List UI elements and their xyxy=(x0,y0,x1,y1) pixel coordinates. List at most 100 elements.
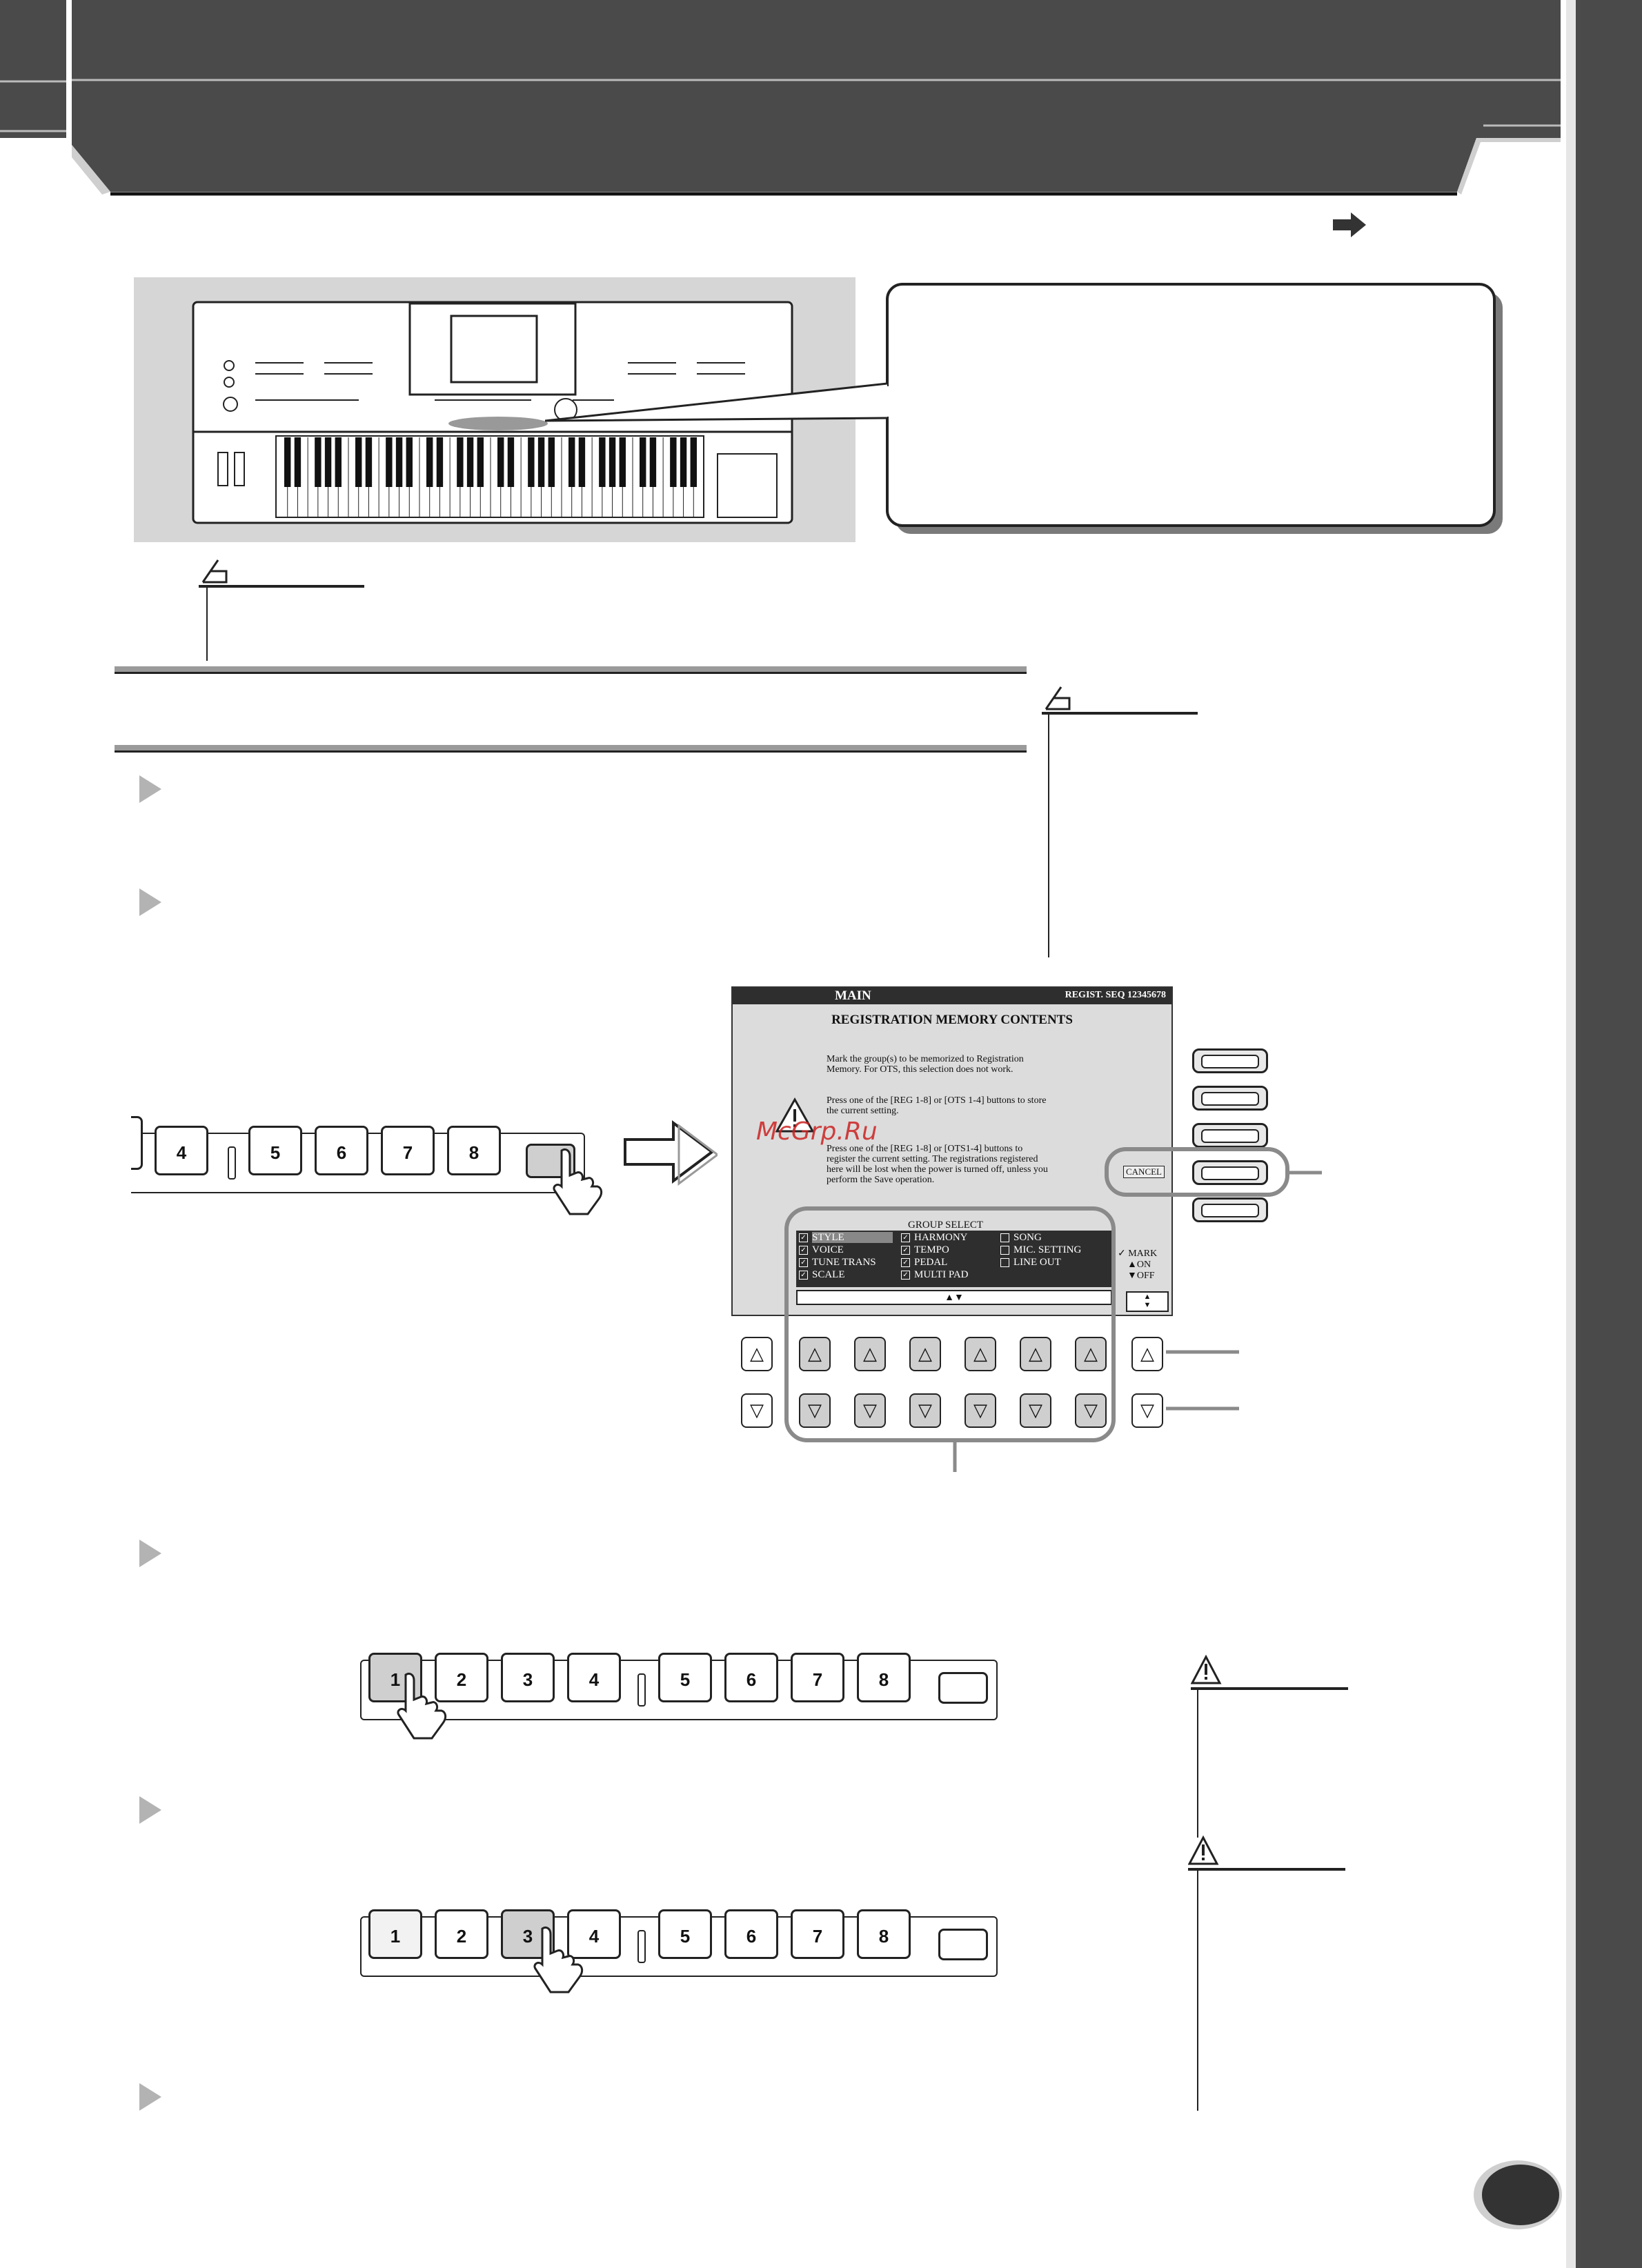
registration-button-strip: 1 2 3 4 5 6 7 8 xyxy=(360,1909,998,1977)
caution-icon xyxy=(1188,1835,1345,2111)
black-key xyxy=(578,437,586,487)
group-label: HARMONY xyxy=(914,1232,968,1243)
group-harmony[interactable]: ✓HARMONY xyxy=(901,1232,968,1244)
panel-down-button[interactable]: ▽ xyxy=(854,1393,886,1428)
registration-button-1[interactable]: 1 xyxy=(368,1909,422,1959)
registration-button-4[interactable]: 4 xyxy=(155,1126,208,1175)
lcd-side-button-g[interactable] xyxy=(1192,1086,1268,1111)
group-line-out[interactable]: LINE OUT xyxy=(1000,1257,1061,1269)
panel-down-button[interactable]: ▽ xyxy=(1131,1393,1163,1428)
black-key xyxy=(406,437,413,487)
lcd-side-button-f[interactable] xyxy=(1192,1048,1268,1073)
group-label: SCALE xyxy=(812,1269,845,1280)
panel-up-button[interactable]: △ xyxy=(854,1337,886,1371)
registration-button-7[interactable]: 7 xyxy=(791,1653,844,1702)
registration-button-6[interactable]: 6 xyxy=(724,1909,778,1959)
group-scroll-bar[interactable]: ▲▼ xyxy=(796,1290,1112,1305)
lcd-side-button-j[interactable] xyxy=(1192,1197,1268,1222)
group-label: LINE OUT xyxy=(1013,1257,1061,1268)
black-key xyxy=(355,437,362,487)
memory-button[interactable] xyxy=(938,1929,988,1960)
panel-up-button[interactable]: △ xyxy=(909,1337,941,1371)
panel-down-button[interactable]: ▽ xyxy=(909,1393,941,1428)
registration-button-8[interactable]: 8 xyxy=(857,1909,911,1959)
down-triangle-icon: ▼ xyxy=(1127,1271,1137,1281)
lcd-text-line: the current setting. xyxy=(827,1106,899,1116)
registration-button-strip: 1 2 3 4 5 6 7 8 xyxy=(360,1653,998,1720)
registration-button-5[interactable]: 5 xyxy=(658,1653,712,1702)
black-key xyxy=(335,437,342,487)
on-label: ON xyxy=(1136,1260,1151,1270)
group-song[interactable]: SONG xyxy=(1000,1232,1042,1244)
lcd-cancel-label[interactable]: CANCEL xyxy=(1123,1166,1165,1178)
group-mic-setting[interactable]: MIC. SETTING xyxy=(1000,1244,1081,1256)
panel-up-button[interactable]: △ xyxy=(1131,1337,1163,1371)
page-number-tab xyxy=(1474,2160,1562,2229)
mark-scroll-bar[interactable]: ▲▼ xyxy=(1126,1291,1169,1312)
section-rule-top xyxy=(115,666,1027,674)
registration-button-5[interactable]: 5 xyxy=(248,1126,302,1175)
black-key xyxy=(426,437,433,487)
black-key xyxy=(477,437,484,487)
panel-up-button[interactable]: △ xyxy=(799,1337,831,1371)
step-marker xyxy=(139,888,161,916)
panel-down-button[interactable]: ▽ xyxy=(965,1393,996,1428)
black-key xyxy=(497,437,504,487)
registration-button-7[interactable]: 7 xyxy=(791,1909,844,1959)
registration-button-8[interactable]: 8 xyxy=(447,1126,501,1175)
registration-button-2[interactable]: 2 xyxy=(435,1909,488,1959)
note-icon xyxy=(199,559,364,661)
step-marker xyxy=(139,2083,161,2111)
group-tune-trans[interactable]: ✓TUNE TRANS xyxy=(799,1257,876,1269)
panel-up-button[interactable]: △ xyxy=(1020,1337,1051,1371)
step-marker xyxy=(139,775,161,803)
registration-button-4[interactable]: 4 xyxy=(567,1653,621,1702)
group-select-highlight xyxy=(784,1206,1116,1472)
black-key xyxy=(599,437,606,487)
black-key xyxy=(395,437,403,487)
keyboard-illustration xyxy=(192,301,793,524)
black-key xyxy=(294,437,301,487)
group-label: MIC. SETTING xyxy=(1013,1244,1082,1255)
note-icon xyxy=(1042,686,1198,957)
group-label: VOICE xyxy=(812,1244,844,1255)
group-voice[interactable]: ✓VOICE xyxy=(799,1244,844,1256)
registration-button-4[interactable]: 4 xyxy=(567,1909,621,1959)
check-icon: ✓ xyxy=(901,1258,910,1268)
black-key xyxy=(609,437,616,487)
registration-button-2[interactable]: 2 xyxy=(435,1653,488,1702)
black-key xyxy=(436,437,444,487)
callout-box xyxy=(545,283,1503,534)
registration-button-3[interactable]: 3 xyxy=(501,1653,555,1702)
lcd-side-button-i[interactable] xyxy=(1192,1160,1268,1185)
registration-button-6[interactable]: 6 xyxy=(315,1126,368,1175)
group-pedal[interactable]: ✓PEDAL xyxy=(901,1257,947,1269)
group-label: SONG xyxy=(1013,1232,1042,1243)
panel-down-button[interactable]: ▽ xyxy=(1020,1393,1051,1428)
black-key xyxy=(457,437,464,487)
registration-button-7[interactable]: 7 xyxy=(381,1126,435,1175)
pointing-hand-icon xyxy=(397,1672,447,1740)
black-key xyxy=(386,437,393,487)
registration-button-strip: 4 5 6 7 8 xyxy=(131,1126,585,1193)
group-multi-pad[interactable]: ✓MULTI PAD xyxy=(901,1269,969,1281)
group-scale[interactable]: ✓SCALE xyxy=(799,1269,845,1281)
group-style[interactable]: ✓STYLE xyxy=(799,1232,893,1244)
black-key xyxy=(324,437,332,487)
lcd-side-button-h[interactable] xyxy=(1192,1123,1268,1148)
panel-up-button[interactable]: △ xyxy=(1075,1337,1107,1371)
pointing-hand-icon xyxy=(533,1926,584,1993)
registration-button-8[interactable]: 8 xyxy=(857,1653,911,1702)
group-tempo[interactable]: ✓TEMPO xyxy=(901,1244,949,1256)
panel-down-button[interactable]: ▽ xyxy=(741,1393,773,1428)
registration-button-6[interactable]: 6 xyxy=(724,1653,778,1702)
lcd-text-line: Press one of the [REG 1-8] or [OTS1-4] b… xyxy=(827,1144,1023,1154)
panel-down-button[interactable]: ▽ xyxy=(1075,1393,1107,1428)
panel-up-button[interactable]: △ xyxy=(741,1337,773,1371)
panel-up-button[interactable]: △ xyxy=(965,1337,996,1371)
memory-button[interactable] xyxy=(938,1672,988,1704)
black-key xyxy=(537,437,545,487)
bank-separator xyxy=(637,1930,646,1963)
panel-down-button[interactable]: ▽ xyxy=(799,1393,831,1428)
registration-button-5[interactable]: 5 xyxy=(658,1909,712,1959)
